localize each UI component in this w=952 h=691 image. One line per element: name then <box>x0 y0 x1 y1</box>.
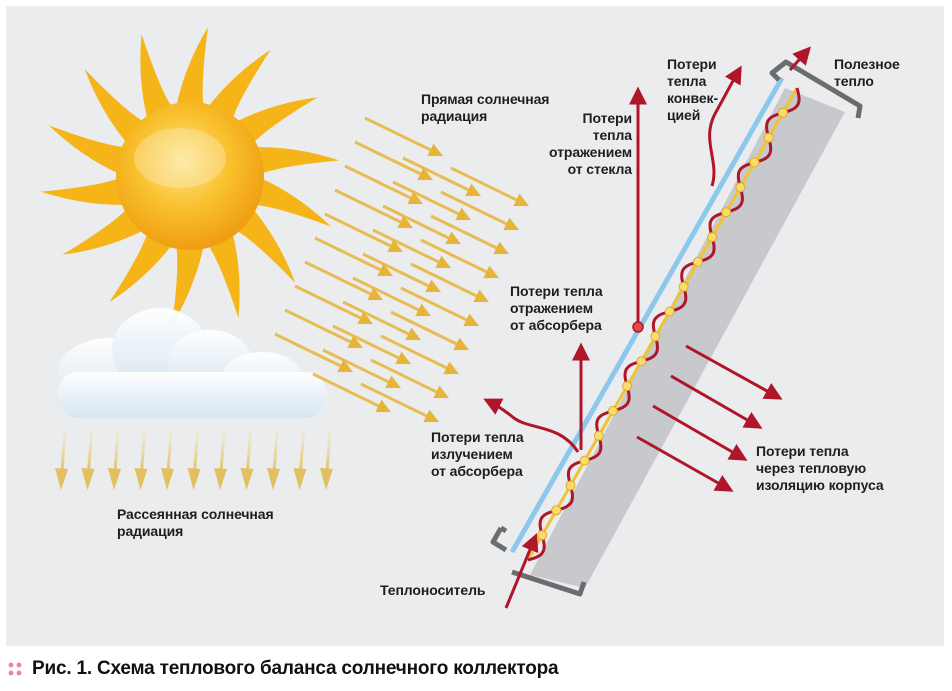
label-absorber-reflection-loss: Потери тепла отражением от абсорбера <box>510 283 603 333</box>
pipe-contact-dot <box>749 157 760 168</box>
sun-ray <box>176 27 208 108</box>
direct-arrow <box>364 116 443 157</box>
sun-ray <box>253 147 340 175</box>
direct-arrow <box>314 236 393 277</box>
direct-arrow <box>392 180 471 221</box>
diffuse-arrow <box>214 431 227 490</box>
label-absorber-radiation-loss: Потери тепла излучением от абсорбера <box>431 429 524 479</box>
label-useful-heat: Полезное тепло <box>834 56 900 89</box>
direct-arrow <box>360 382 439 423</box>
pipe-contact-dot <box>565 480 576 491</box>
label-convection-loss: Потери тепла конвек- цией <box>667 56 719 123</box>
direct-arrow <box>354 140 433 181</box>
sun-ray <box>207 49 271 121</box>
direct-arrow <box>420 238 499 279</box>
reflection-point <box>632 321 644 333</box>
sun-ray <box>62 207 146 255</box>
direct-arrow <box>324 212 403 253</box>
diffuse-arrow <box>55 431 68 490</box>
direct-arrow <box>332 324 411 365</box>
pipe-contact-dot <box>622 381 633 392</box>
label-insulation-loss: Потери тепла через тепловую изоляцию кор… <box>756 443 884 493</box>
sun-ray <box>109 231 173 303</box>
sun-icon <box>40 27 340 325</box>
pipe-contact-dot <box>763 132 774 143</box>
sun-ray <box>234 97 318 145</box>
sun-ray <box>140 34 173 121</box>
direct-arrow <box>294 284 373 325</box>
diffuse-arrow <box>134 431 148 490</box>
pipe-contact-dot <box>777 107 788 118</box>
direct-arrow <box>334 188 413 229</box>
direct-arrow <box>380 334 459 375</box>
direct-arrow <box>312 372 391 413</box>
sun-ray <box>48 125 127 175</box>
diagram-graphic <box>40 27 863 609</box>
direct-arrow <box>402 156 481 197</box>
heat-loss-arrows <box>483 46 811 609</box>
direct-arrow <box>284 308 363 349</box>
pipe-contact-dot <box>607 405 618 416</box>
sun-ray <box>40 177 127 205</box>
direct-arrow <box>362 252 441 293</box>
label-coolant: Теплоноситель <box>380 582 486 598</box>
pipe-contact-dot <box>735 182 746 193</box>
diffuse-arrow <box>187 431 201 490</box>
direct-arrow <box>450 166 529 207</box>
pipe-contact-dot <box>721 207 732 218</box>
pipe-contact-dot <box>636 356 647 367</box>
direct-arrow <box>440 190 519 231</box>
direct-arrow <box>372 228 451 269</box>
pipe-contact-dot <box>551 505 562 516</box>
pipe-contact-dot <box>692 256 703 267</box>
label-diffuse-radiation: Рассеянная солнечная радиация <box>117 506 274 539</box>
diffuse-arrow <box>240 431 254 490</box>
sun-ray <box>253 177 332 227</box>
direct-arrow <box>322 348 401 389</box>
direct-arrow <box>390 310 469 351</box>
diffuse-arrow <box>108 431 121 490</box>
figure-caption: Рис. 1. Схема теплового баланса солнечно… <box>8 656 559 682</box>
pipe-contact-dot <box>579 455 590 466</box>
diffuse-arrow <box>267 431 280 490</box>
diffuse-arrow <box>161 431 174 490</box>
sun-ray <box>207 231 240 318</box>
diffuse-arrow <box>293 431 307 490</box>
bullet-dots-icon <box>8 662 22 676</box>
direct-arrow <box>342 300 421 341</box>
sun-ray <box>172 244 204 325</box>
diffuse-arrow <box>81 431 95 490</box>
direct-arrow <box>430 214 509 255</box>
cloud-icon <box>58 308 327 418</box>
sun-ray <box>84 69 146 145</box>
pipe-contact-dot <box>707 232 718 243</box>
pipe-contact-dot <box>664 306 675 317</box>
direct-arrow <box>344 164 423 205</box>
direct-arrow <box>304 260 383 301</box>
label-direct-radiation: Прямая солнечная радиация <box>421 91 550 124</box>
label-glass-reflection-loss: Потери тепла отражением от стекла <box>549 110 632 177</box>
direct-arrow <box>410 262 489 303</box>
pipe-contact-dot <box>537 530 548 541</box>
diffuse-radiation-arrows <box>55 431 333 490</box>
caption-text: Рис. 1. Схема теплового баланса солнечно… <box>32 658 559 679</box>
sun-ray <box>234 207 296 283</box>
pipe-contact-dot <box>678 281 689 292</box>
pipe-contact-dot <box>593 430 604 441</box>
direct-arrow <box>274 332 353 373</box>
direct-radiation-arrows <box>274 116 529 423</box>
direct-arrow <box>382 204 461 245</box>
pipe-contact-dot <box>650 331 661 342</box>
diffuse-arrow <box>320 431 333 490</box>
direct-arrow <box>352 276 431 317</box>
direct-arrow <box>400 286 479 327</box>
solar-collector <box>490 59 863 597</box>
direct-arrow <box>370 358 449 399</box>
